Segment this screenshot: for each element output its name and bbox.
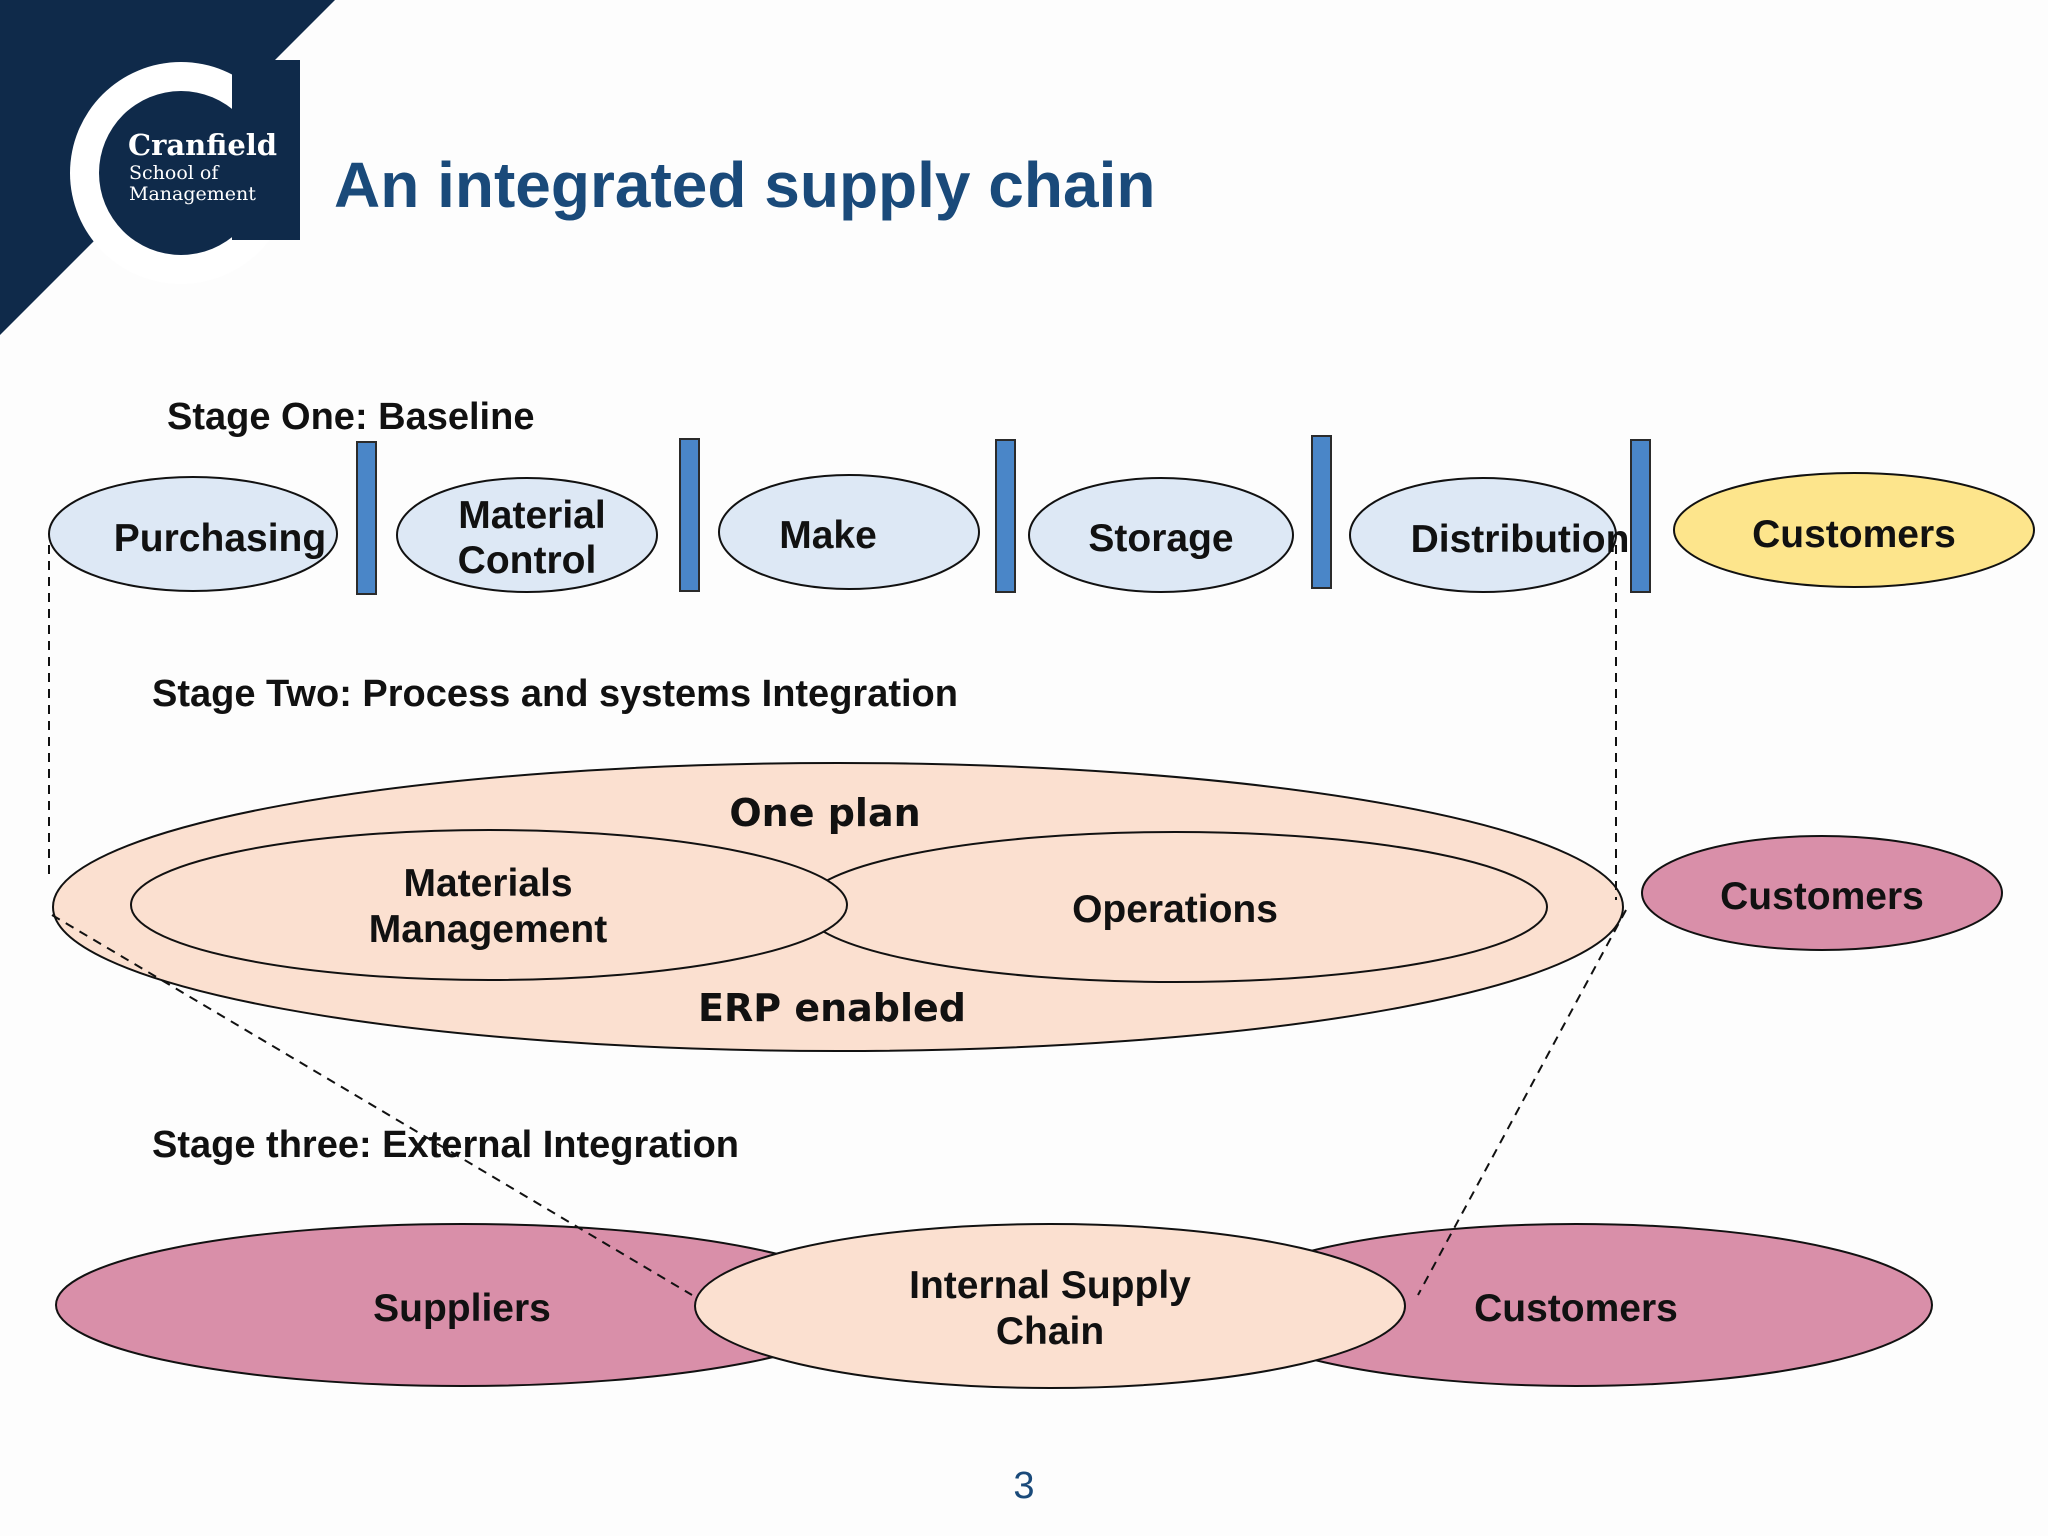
- make-label: Make: [779, 514, 877, 557]
- material-control-line2: Control: [458, 539, 597, 582]
- connector-left-stage-two-three: [51, 914, 693, 1296]
- page-number: 3: [1013, 1465, 1034, 1507]
- internal-supply-chain-line2: Chain: [996, 1310, 1104, 1353]
- stage-one-flow: Purchasing Material Control Make Storage…: [48, 435, 2035, 595]
- materials-management-line1: Materials: [403, 862, 572, 905]
- customers-ellipse-stage-two: [1641, 835, 2003, 951]
- distribution-ellipse: [1349, 477, 1617, 593]
- slide-title: An integrated supply chain: [334, 149, 1155, 221]
- internal-supply-chain-line1: Internal Supply: [909, 1264, 1191, 1307]
- purchasing-label: Purchasing: [114, 517, 326, 560]
- stage-three-integration: Suppliers Customers Internal Supply Chai…: [55, 1223, 1933, 1389]
- material-control-line1: Material: [458, 494, 605, 537]
- storage-label: Storage: [1088, 517, 1233, 560]
- purchasing-ellipse: [48, 476, 338, 592]
- customers-ellipse-stage-one: [1673, 472, 2035, 588]
- stage-divider: [679, 438, 700, 592]
- logo-c-inner: [99, 91, 263, 255]
- storage-ellipse: [1028, 477, 1294, 593]
- erp-enabled-label: ERP enabled: [698, 986, 966, 1030]
- customers-label-stage-three: Customers: [1474, 1287, 1678, 1330]
- stage-divider: [1311, 435, 1332, 589]
- distribution-label: Distribution: [1411, 518, 1630, 561]
- stage-divider: [1630, 439, 1651, 593]
- stage-two-label: Stage Two: Process and systems Integrati…: [152, 673, 958, 715]
- customers-label-stage-one: Customers: [1752, 513, 1956, 556]
- internal-supply-chain-ellipse: [694, 1223, 1406, 1389]
- stage-two-integration: One plan ERP enabled Operations Material…: [52, 762, 2003, 1052]
- logo-line1: Cranfield: [128, 128, 277, 162]
- connector-right-stage-two-three: [1417, 909, 1627, 1296]
- stage-divider: [356, 441, 377, 595]
- stage-divider: [995, 439, 1016, 593]
- dashed-connectors: [48, 545, 1627, 1296]
- operations-label: Operations: [1072, 888, 1278, 931]
- logo-c-gap: [232, 60, 300, 240]
- cranfield-logo: Cranfield School of Management: [0, 0, 335, 335]
- logo-line2: School of: [129, 162, 220, 184]
- make-ellipse: [718, 474, 980, 590]
- material-control-ellipse: [396, 477, 658, 593]
- logo-line3: Management: [129, 183, 256, 205]
- stage-one-label: Stage One: Baseline: [167, 396, 534, 438]
- materials-management-line2: Management: [369, 908, 607, 951]
- materials-management-ellipse: [130, 829, 848, 981]
- stage-three-label: Stage three: External Integration: [152, 1124, 739, 1166]
- suppliers-label: Suppliers: [373, 1287, 551, 1330]
- customers-label-stage-two: Customers: [1720, 875, 1924, 918]
- one-plan-label: One plan: [729, 791, 920, 835]
